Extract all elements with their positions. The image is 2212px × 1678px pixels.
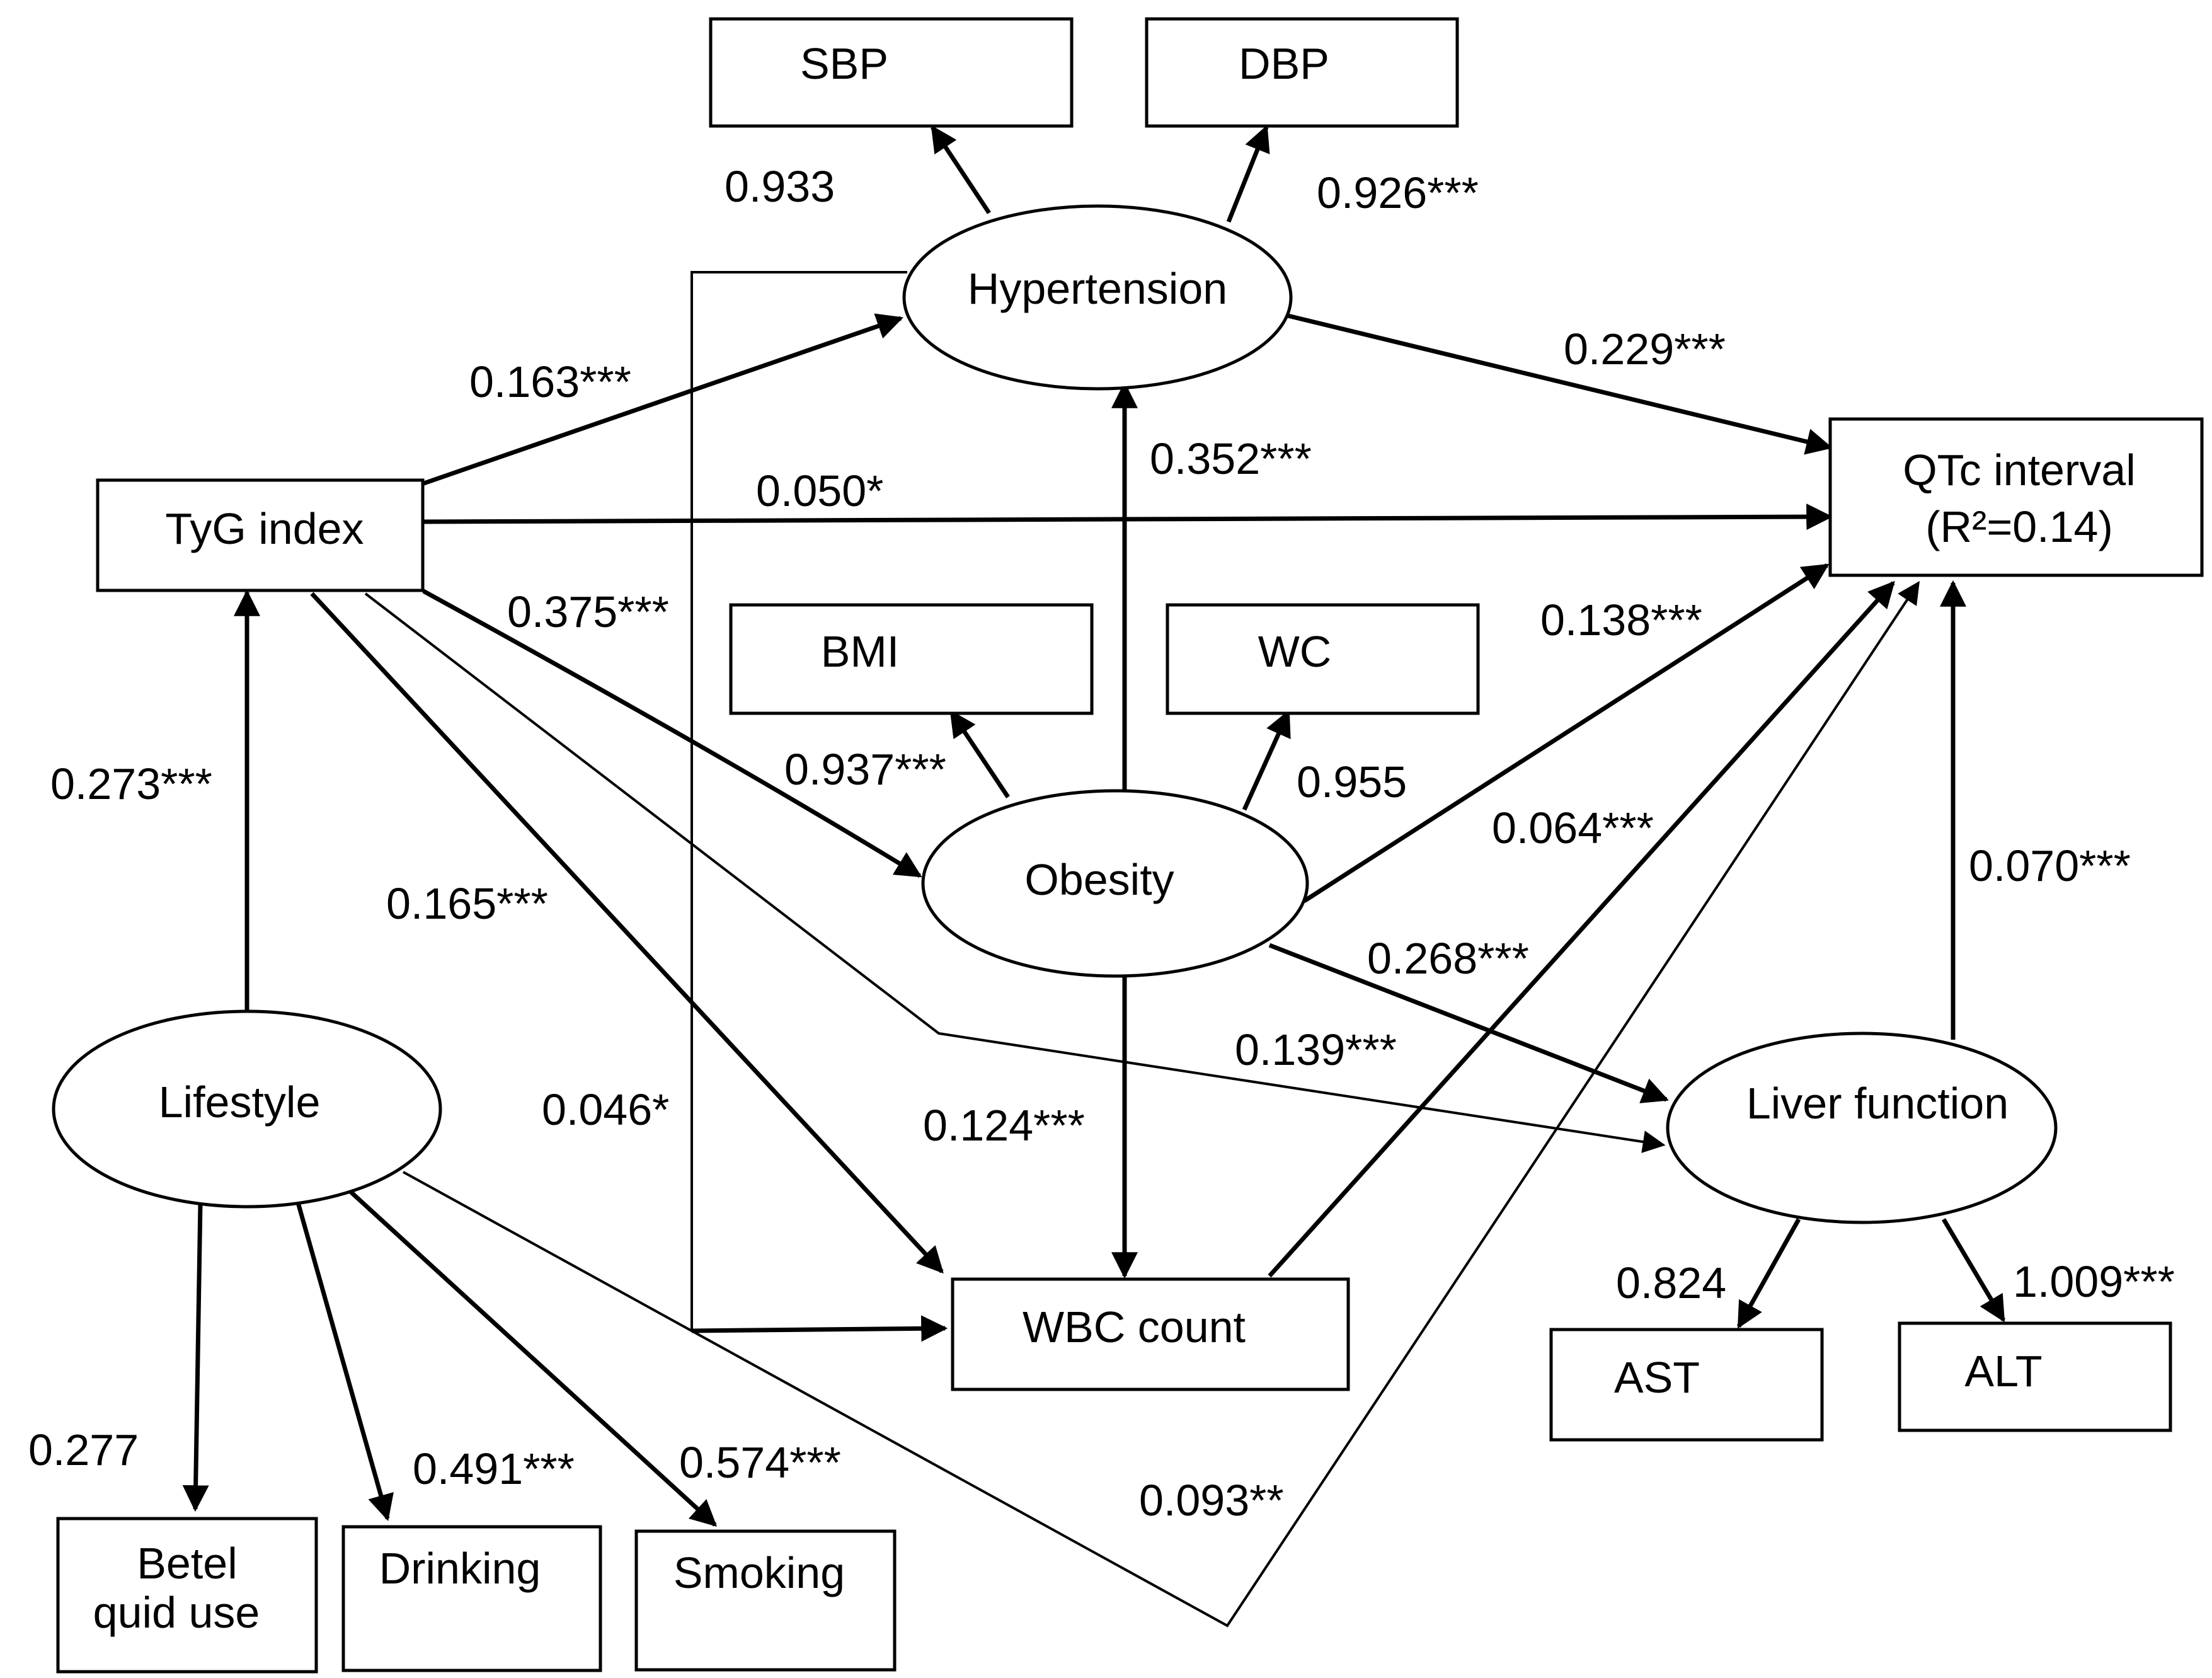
coef-tyg-wbc: 0.165*** [386, 879, 548, 928]
coef-tyg-hypertension: 0.163*** [469, 357, 631, 406]
edge-liver-alt [1941, 1218, 2006, 1323]
edge-obesity-bmi [949, 710, 1010, 798]
node-betel-label-1: Betel [137, 1539, 238, 1588]
coef-liver-ast: 0.824 [1616, 1258, 1726, 1307]
node-qtc-label-1: QTc interval [1903, 445, 2136, 495]
coef-hypertension-wbc: 0.046* [542, 1085, 669, 1134]
coef-lifestyle-betel: 0.277 [28, 1425, 139, 1474]
node-hypertension [902, 204, 1293, 391]
node-qtc-interval [1828, 417, 2204, 577]
node-qtc-label-2: (R²=0.14) [1925, 502, 2113, 551]
node-alt-label: ALT [1964, 1347, 2042, 1396]
coef-hypertension-dbp: 0.926*** [1317, 168, 1479, 217]
node-drinking [341, 1525, 602, 1672]
edge-tyg-hypertension [421, 313, 903, 486]
node-lifestyle-label: Lifestyle [159, 1077, 321, 1127]
node-ast [1549, 1328, 1824, 1442]
edge-hypertension-wbc-arrow [691, 1315, 948, 1342]
coef-hypertension-sbp: 0.933 [725, 162, 835, 211]
node-hypertension-label: Hypertension [968, 264, 1227, 313]
node-bmi [729, 603, 1094, 715]
edge-obesity-qtc [1303, 563, 1830, 903]
node-dbp [1145, 17, 1459, 128]
node-betel-label-2: quid use [93, 1588, 260, 1637]
edge-obesity-liver [1268, 943, 1669, 1103]
node-liver-function [1666, 1032, 2058, 1224]
node-wbc-count-label: WBC count [1023, 1302, 1246, 1352]
coef-obesity-qtc: 0.138*** [1540, 595, 1702, 645]
node-lifestyle [52, 1009, 442, 1209]
node-liver-function-label: Liver function [1746, 1079, 2009, 1128]
node-wc-label: WC [1258, 627, 1332, 676]
node-sbp [709, 17, 1074, 128]
edge-hypertension-dbp [1226, 125, 1270, 223]
node-sbp-label: SBP [800, 39, 888, 88]
node-betel-quid-use [56, 1517, 318, 1674]
edge-tyg-obesity [422, 589, 922, 878]
node-wc [1166, 603, 1480, 715]
coef-lifestyle-smoking: 0.574*** [679, 1438, 841, 1487]
edge-hypertension-sbp [931, 125, 991, 214]
node-drinking-label: Drinking [379, 1544, 541, 1593]
coef-wbc-qtc: 0.064*** [1492, 803, 1654, 853]
node-obesity [921, 789, 1309, 978]
coef-obesity-liver: 0.268*** [1367, 934, 1529, 983]
coef-hypertension-qtc: 0.229*** [1564, 325, 1726, 374]
coef-lifestyle-tyg: 0.273*** [50, 759, 212, 808]
edge-hypertension-qtc [1285, 313, 1833, 455]
coef-obesity-wbc: 0.124*** [923, 1101, 1085, 1150]
node-smoking [634, 1529, 897, 1672]
node-bmi-label: BMI [821, 627, 899, 676]
coef-tyg-obesity: 0.375*** [507, 587, 669, 636]
node-ast-label: AST [1614, 1353, 1700, 1402]
edge-liver-ast [1736, 1218, 1801, 1329]
edge-tyg-wbc [310, 592, 944, 1274]
node-tyg-index [96, 478, 425, 592]
coef-lifestyle-qtc: 0.093** [1139, 1476, 1284, 1525]
edge-lifestyle-qtc [403, 580, 1920, 1628]
coef-obesity-wc: 0.955 [1297, 757, 1407, 807]
node-alt [1898, 1321, 2172, 1432]
coef-liver-qtc: 0.070*** [1969, 841, 2131, 890]
node-tyg-index-label: TyG index [165, 504, 364, 553]
edge-wbc-qtc [1268, 580, 1895, 1278]
edge-lifestyle-betel [182, 1203, 209, 1512]
coef-tyg-qtc: 0.050* [756, 466, 883, 515]
node-wbc-count [951, 1277, 1350, 1391]
coef-obesity-hypertension: 0.352*** [1150, 434, 1312, 483]
edge-hypertension-wbc [691, 271, 907, 1331]
edge-lifestyle-drinking [295, 1200, 394, 1522]
node-smoking-label: Smoking [673, 1548, 845, 1597]
coef-obesity-bmi: 0.937*** [784, 745, 946, 794]
edge-obesity-wc [1242, 710, 1291, 811]
edge-lifestyle-smoking [348, 1189, 718, 1527]
coef-lifestyle-drinking: 0.491*** [413, 1444, 575, 1493]
coef-liver-alt: 1.009*** [2013, 1257, 2175, 1306]
node-dbp-label: DBP [1239, 39, 1329, 88]
node-obesity-label: Obesity [1024, 855, 1174, 904]
coef-tyg-liver: 0.139*** [1235, 1025, 1397, 1074]
